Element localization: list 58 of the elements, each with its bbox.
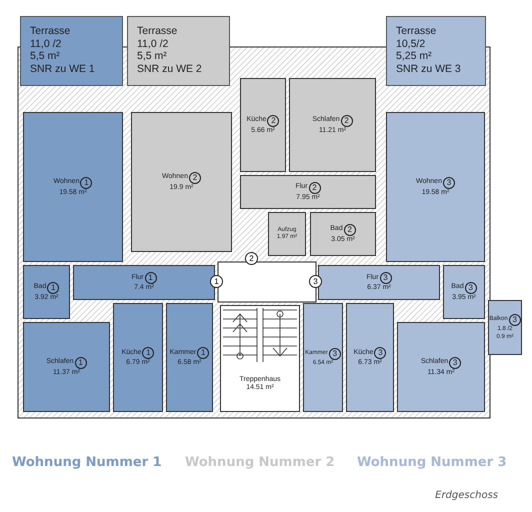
apartment-number-badge: 2 <box>188 172 201 184</box>
room <box>397 322 485 412</box>
terrace-text: Terrasse <box>396 25 436 38</box>
terrace-text: 5,5 m² <box>30 50 60 63</box>
room <box>113 303 163 412</box>
room <box>346 303 394 412</box>
room <box>73 265 215 300</box>
apartment-number-badge: 1 <box>80 176 92 189</box>
apartment-number-badge: 1 <box>47 282 60 294</box>
room <box>289 78 376 172</box>
elevator-shaft <box>268 212 306 256</box>
apartment-number-badge: 1 <box>142 347 154 360</box>
apartment-number-badge: 3 <box>442 176 455 189</box>
room <box>240 78 286 172</box>
terrace-text: SNR zu WE 3 <box>396 62 461 76</box>
apartment-number-badge: 2 <box>340 114 353 127</box>
balcony <box>488 300 522 355</box>
room <box>23 265 70 319</box>
apartment-number-badge: 3 <box>449 356 462 369</box>
room <box>23 322 110 412</box>
room <box>318 265 440 300</box>
apartment-number-badge: 2 <box>344 224 356 236</box>
terrace-text: 5,5 m² <box>137 50 167 63</box>
terrace-text: Terrasse <box>30 25 70 38</box>
apartment-number-badge: 1 <box>197 347 210 360</box>
apartment-number-badge: 3 <box>328 348 341 360</box>
terrace-text: 5,25 m² <box>396 50 432 63</box>
apartment-number-badge: 2 <box>267 114 280 127</box>
entrance-number-badge: 1 <box>210 275 223 288</box>
apartment-number-badge: 3 <box>374 347 386 360</box>
apartment-number-badge: 3 <box>380 272 392 284</box>
room <box>386 112 485 262</box>
terrace-text: SNR zu WE 1 <box>30 62 95 76</box>
room <box>443 265 485 319</box>
terrace <box>127 16 230 86</box>
apartment-number-badge: 3 <box>508 314 521 326</box>
terrace-text: Terrasse <box>137 25 178 38</box>
terrace-text: 10,5/2 <box>396 38 426 50</box>
apartment-number-badge: 1 <box>74 356 87 369</box>
entrance-number-badge: 3 <box>309 275 322 288</box>
stairwell <box>220 305 300 412</box>
room <box>310 212 376 256</box>
caption: Erdgeschoss <box>435 490 498 501</box>
legend-text: Wohnung Nummer 3 <box>357 455 507 470</box>
apartment-number-badge: 3 <box>464 282 477 294</box>
legend-text: Wohnung Nummer 1 <box>12 455 162 470</box>
terrace <box>20 16 123 86</box>
room <box>23 112 123 262</box>
terrace-text: SNR zu WE 2 <box>137 62 202 76</box>
room <box>240 175 376 209</box>
room <box>303 303 343 412</box>
room <box>131 112 232 252</box>
terrace-text: 11,0 /2 <box>137 38 168 50</box>
terrace <box>386 16 486 86</box>
apartment-number-badge: 1 <box>144 272 157 284</box>
terrace-text: 11,0 /2 <box>30 38 62 50</box>
apartment-number-badge: 2 <box>308 182 321 194</box>
room <box>166 303 213 412</box>
